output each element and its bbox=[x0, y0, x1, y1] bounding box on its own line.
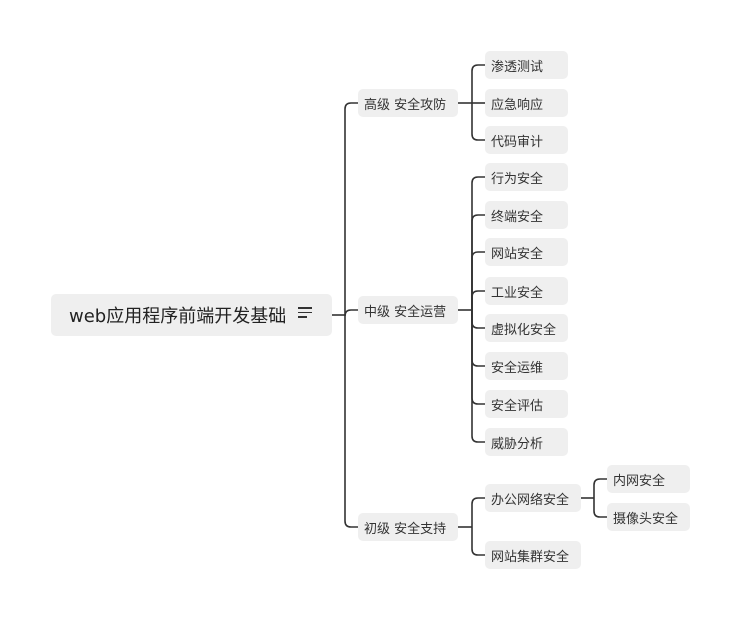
connector-office-network bbox=[581, 478, 607, 518]
topic-endpoint-security[interactable]: 终端安全 bbox=[485, 201, 568, 229]
root-node[interactable]: web应用程序前端开发基础 bbox=[51, 294, 332, 336]
root-label: web应用程序前端开发基础 bbox=[69, 306, 287, 327]
topic-behavior-security[interactable]: 行为安全 bbox=[485, 163, 568, 191]
connector-root bbox=[332, 102, 358, 528]
branch-basic[interactable]: 初级 安全支持 bbox=[358, 513, 458, 541]
topic-website-security[interactable]: 网站安全 bbox=[485, 238, 568, 266]
topic-intranet-security[interactable]: 内网安全 bbox=[607, 465, 690, 493]
branch-intermediate[interactable]: 中级 安全运营 bbox=[358, 296, 458, 324]
topic-penetration-testing[interactable]: 渗透测试 bbox=[485, 51, 568, 79]
branch-advanced[interactable]: 高级 安全攻防 bbox=[358, 89, 458, 117]
topic-website-cluster-security[interactable]: 网站集群安全 bbox=[485, 541, 581, 569]
topic-virtualization-security[interactable]: 虚拟化安全 bbox=[485, 314, 568, 342]
topic-industrial-security[interactable]: 工业安全 bbox=[485, 277, 568, 305]
connector-basic bbox=[458, 497, 485, 556]
topic-incident-response[interactable]: 应急响应 bbox=[485, 89, 568, 117]
connector-advanced bbox=[458, 64, 485, 141]
connector-intermediate bbox=[458, 176, 485, 443]
topic-office-network-security[interactable]: 办公网络安全 bbox=[485, 484, 581, 512]
topic-code-audit[interactable]: 代码审计 bbox=[485, 126, 568, 154]
topic-security-assessment[interactable]: 安全评估 bbox=[485, 390, 568, 418]
topic-threat-analysis[interactable]: 威胁分析 bbox=[485, 428, 568, 456]
topic-camera-security[interactable]: 摄像头安全 bbox=[607, 503, 690, 531]
topic-security-operations[interactable]: 安全运维 bbox=[485, 352, 568, 380]
menu-lines-icon[interactable] bbox=[298, 307, 312, 318]
